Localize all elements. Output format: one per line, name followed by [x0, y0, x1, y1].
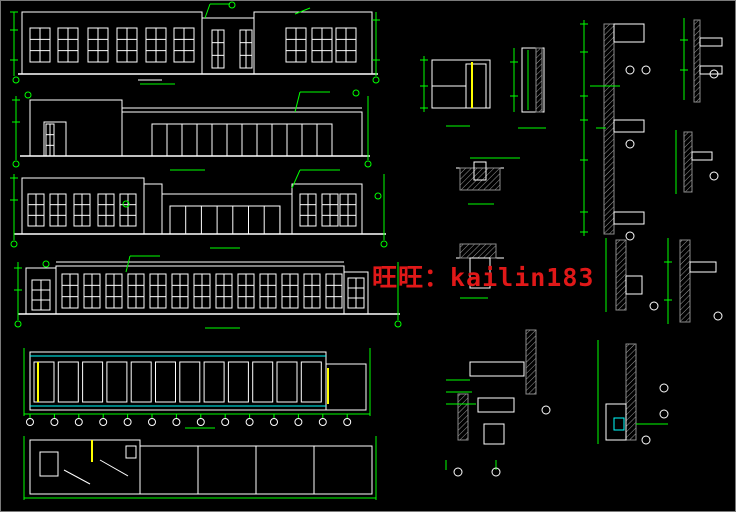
- elevation-1: [10, 1, 380, 85]
- elevation-4: [14, 255, 402, 329]
- axis-bubble: [294, 418, 303, 426]
- floor-plan-2: [23, 436, 377, 500]
- axis-bubble: [123, 418, 132, 426]
- axis-bubble: [172, 418, 181, 426]
- axis-bubble: [318, 418, 327, 426]
- section-detail-4-4: [510, 47, 546, 129]
- wall-section-1: [580, 20, 645, 236]
- axis-bubble: [148, 418, 156, 426]
- wall-section-2: [680, 18, 723, 103]
- axis-bubble: [245, 418, 254, 426]
- axis-bubble: [74, 418, 83, 426]
- plan-bay: [33, 361, 55, 403]
- floor-plan-1: [23, 348, 371, 429]
- wall-section-4: [664, 238, 717, 324]
- central-section-detail: [445, 329, 537, 470]
- plan-bay: [82, 361, 104, 403]
- plan-bay: [155, 361, 176, 403]
- elevation-2: [12, 89, 372, 171]
- plan-bay: [57, 361, 79, 403]
- axis-bubble: [343, 418, 352, 426]
- watermark-text: 旺旺：kailin183: [372, 263, 595, 292]
- wall-section-3: [675, 130, 713, 194]
- axis-bubble: [221, 418, 230, 426]
- plan-bay: [276, 361, 298, 403]
- plan-bay: [179, 361, 201, 403]
- footing-detail-a-a: [456, 243, 504, 299]
- axis-bubble: [26, 418, 34, 426]
- plan-bay: [203, 361, 225, 403]
- wall-section-5: [605, 238, 643, 312]
- axis-bubble: [99, 418, 108, 426]
- plan-bay: [130, 361, 152, 403]
- plan-bay: [300, 361, 322, 403]
- plan-bay: [227, 361, 249, 403]
- elevation-3: [10, 169, 388, 249]
- axis-bubble: [270, 418, 278, 426]
- section-detail-3-3: [420, 56, 491, 127]
- plan-bay: [106, 361, 128, 403]
- footing-detail-b-b: [456, 157, 520, 205]
- plan-bay: [252, 361, 274, 403]
- axis-bubble: [196, 418, 205, 426]
- axis-bubble: [50, 418, 59, 426]
- wall-section-6: [597, 340, 668, 444]
- detail-markers: [453, 65, 723, 477]
